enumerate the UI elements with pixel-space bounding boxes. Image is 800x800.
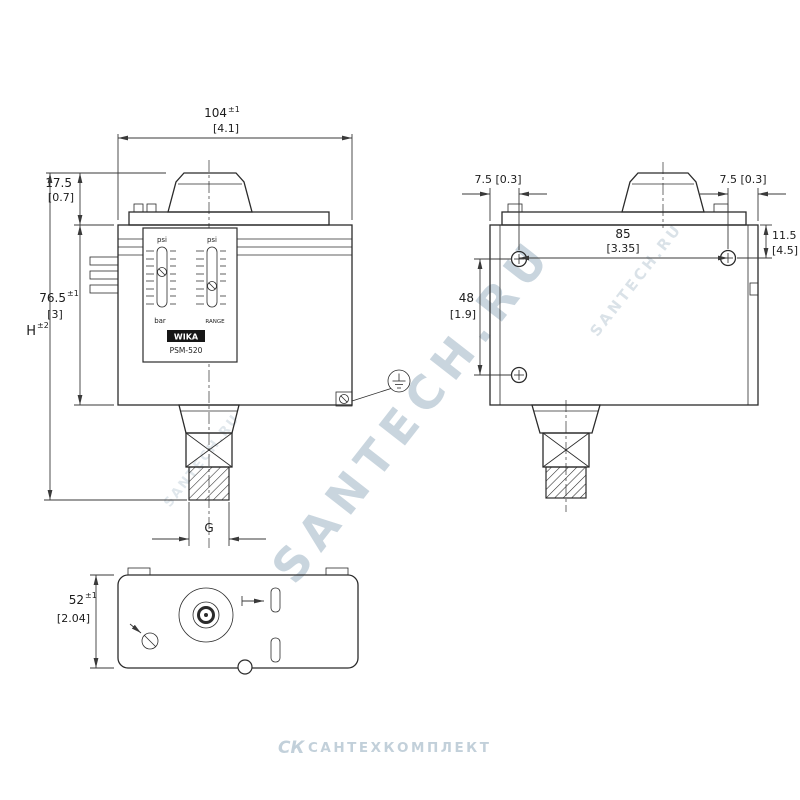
front-scale-plate: psi psi bar RANGE WIKA PSM-520 (142, 227, 238, 363)
scale-unit-right: psi (207, 236, 217, 244)
side-threaded-stem (545, 466, 587, 499)
dim-depth: 52 ±1 [2.04] (57, 574, 114, 669)
dim-height-tol: ±2 (37, 321, 49, 330)
scale-ticks-1 (146, 250, 154, 305)
dim-width-tol: ±1 (228, 105, 240, 114)
side-view: 7.5 [0.3] 7.5 [0.3] 85 [3.35] 11.5 [4.5] (450, 162, 798, 512)
dim-body-height: 76.5 ±1 [3] (39, 225, 114, 406)
dim-body-value: 76.5 (39, 291, 66, 305)
dim-offset-right-text: 7.5 [0.3] (719, 173, 766, 186)
bottom-view: 52 ±1 [2.04] (57, 567, 359, 675)
brand-logo-text: WIKA (174, 333, 199, 342)
dim-offset-left-text: 7.5 [0.3] (474, 173, 521, 186)
front-cap (167, 172, 253, 213)
bottom-slot-bottom (270, 637, 281, 663)
side-cap (621, 172, 705, 213)
scale-unit-bottom-left: bar (154, 317, 166, 325)
front-view: psi psi bar RANGE WIKA PSM-520 (26, 105, 411, 548)
dim-hole-vertical: 48 [1.9] (450, 258, 512, 376)
dim-top-inch: [4.5] (772, 244, 798, 257)
adjust-screw-left (157, 267, 167, 277)
bottom-center-hole (237, 659, 253, 675)
threaded-stem (188, 466, 230, 501)
adjust-screw-right (207, 281, 217, 291)
dim-top-value: 11.5 (772, 229, 797, 242)
watermark-layer: SANTECH.RU SANTECH.RU SANTECH.RU (161, 220, 686, 593)
scale-ticks-4 (220, 250, 226, 305)
adjust-slot-right (206, 246, 218, 308)
dim-thread: G (152, 502, 266, 546)
dim-width-value: 104 (204, 106, 227, 120)
front-terminal-left-1 (133, 203, 144, 213)
dim-top-offset: 11.5 [4.5] (737, 224, 798, 259)
watermark-diagonal-small-right: SANTECH.RU (586, 220, 685, 340)
dim-vert-inch: [1.9] (450, 308, 476, 321)
dim-depth-tol: ±1 (85, 591, 97, 600)
dim-thread-value: G (204, 521, 213, 535)
company-watermark: СК САНТЕХКОМПЛЕКТ (278, 738, 491, 758)
front-top-plate (128, 211, 330, 226)
bottom-port (178, 587, 234, 643)
bottom-slot-top (270, 587, 281, 613)
dim-width-inch: [4.1] (213, 122, 239, 135)
dim-cap-height: 17.5 [0.7] (45, 172, 166, 226)
bottom-outline (117, 574, 359, 669)
dim-offset-left: 7.5 [0.3] (462, 173, 547, 250)
dim-vert-value: 48 (459, 291, 474, 305)
side-terminal-left (507, 203, 523, 213)
front-terminal-left-2 (146, 203, 157, 213)
dim-cap-value: 17.5 (45, 176, 72, 190)
side-top-plate (501, 211, 747, 226)
scale-unit-left: psi (157, 236, 167, 244)
bottom-screw (129, 623, 159, 650)
dim-cap-inch: [0.7] (48, 191, 74, 204)
front-pressure-connection (178, 404, 240, 501)
side-terminal-right (713, 203, 729, 213)
scale-ticks-2 (170, 250, 176, 305)
dim-height-value: H (26, 324, 36, 339)
scale-ticks-3 (196, 250, 204, 305)
dim-hole-spacing: 85 [3.35] (519, 227, 728, 261)
company-logo: СК (278, 738, 305, 758)
dim-depth-value: 52 (69, 593, 84, 607)
bottom-tab-left (127, 567, 151, 576)
dim-overall-height: H ±2 (26, 173, 187, 501)
dim-depth-inch: [2.04] (57, 612, 90, 625)
bottom-tab-right (325, 567, 349, 576)
front-vent-lines (118, 238, 352, 256)
adjust-slot-left (156, 246, 168, 308)
terminal-screw (339, 394, 349, 404)
scale-unit-bottom-right: RANGE (205, 319, 225, 325)
dim-spacing-value: 85 (615, 227, 630, 241)
watermark-diagonal-large: SANTECH.RU (261, 227, 564, 593)
company-name: САНТЕХКОМПЛЕКТ (308, 740, 491, 756)
dim-spacing-inch: [3.35] (606, 242, 639, 255)
front-louvers (89, 256, 119, 294)
dim-width: 104 ±1 [4.1] (117, 105, 353, 220)
earth-ground-icon (387, 369, 411, 393)
bottom-arrow-mark (241, 596, 264, 606)
ground-terminal (335, 369, 411, 407)
side-edge-notch (749, 282, 759, 296)
brand-logo-box (167, 330, 205, 342)
model-text: PSM-520 (170, 346, 203, 355)
dim-body-inch: [3] (47, 308, 63, 321)
dim-offset-right: 7.5 [0.3] (700, 173, 786, 249)
dim-body-tol: ±1 (67, 289, 79, 298)
side-pressure-connection (531, 404, 601, 499)
mounting-hole-bottom-left (510, 366, 528, 384)
